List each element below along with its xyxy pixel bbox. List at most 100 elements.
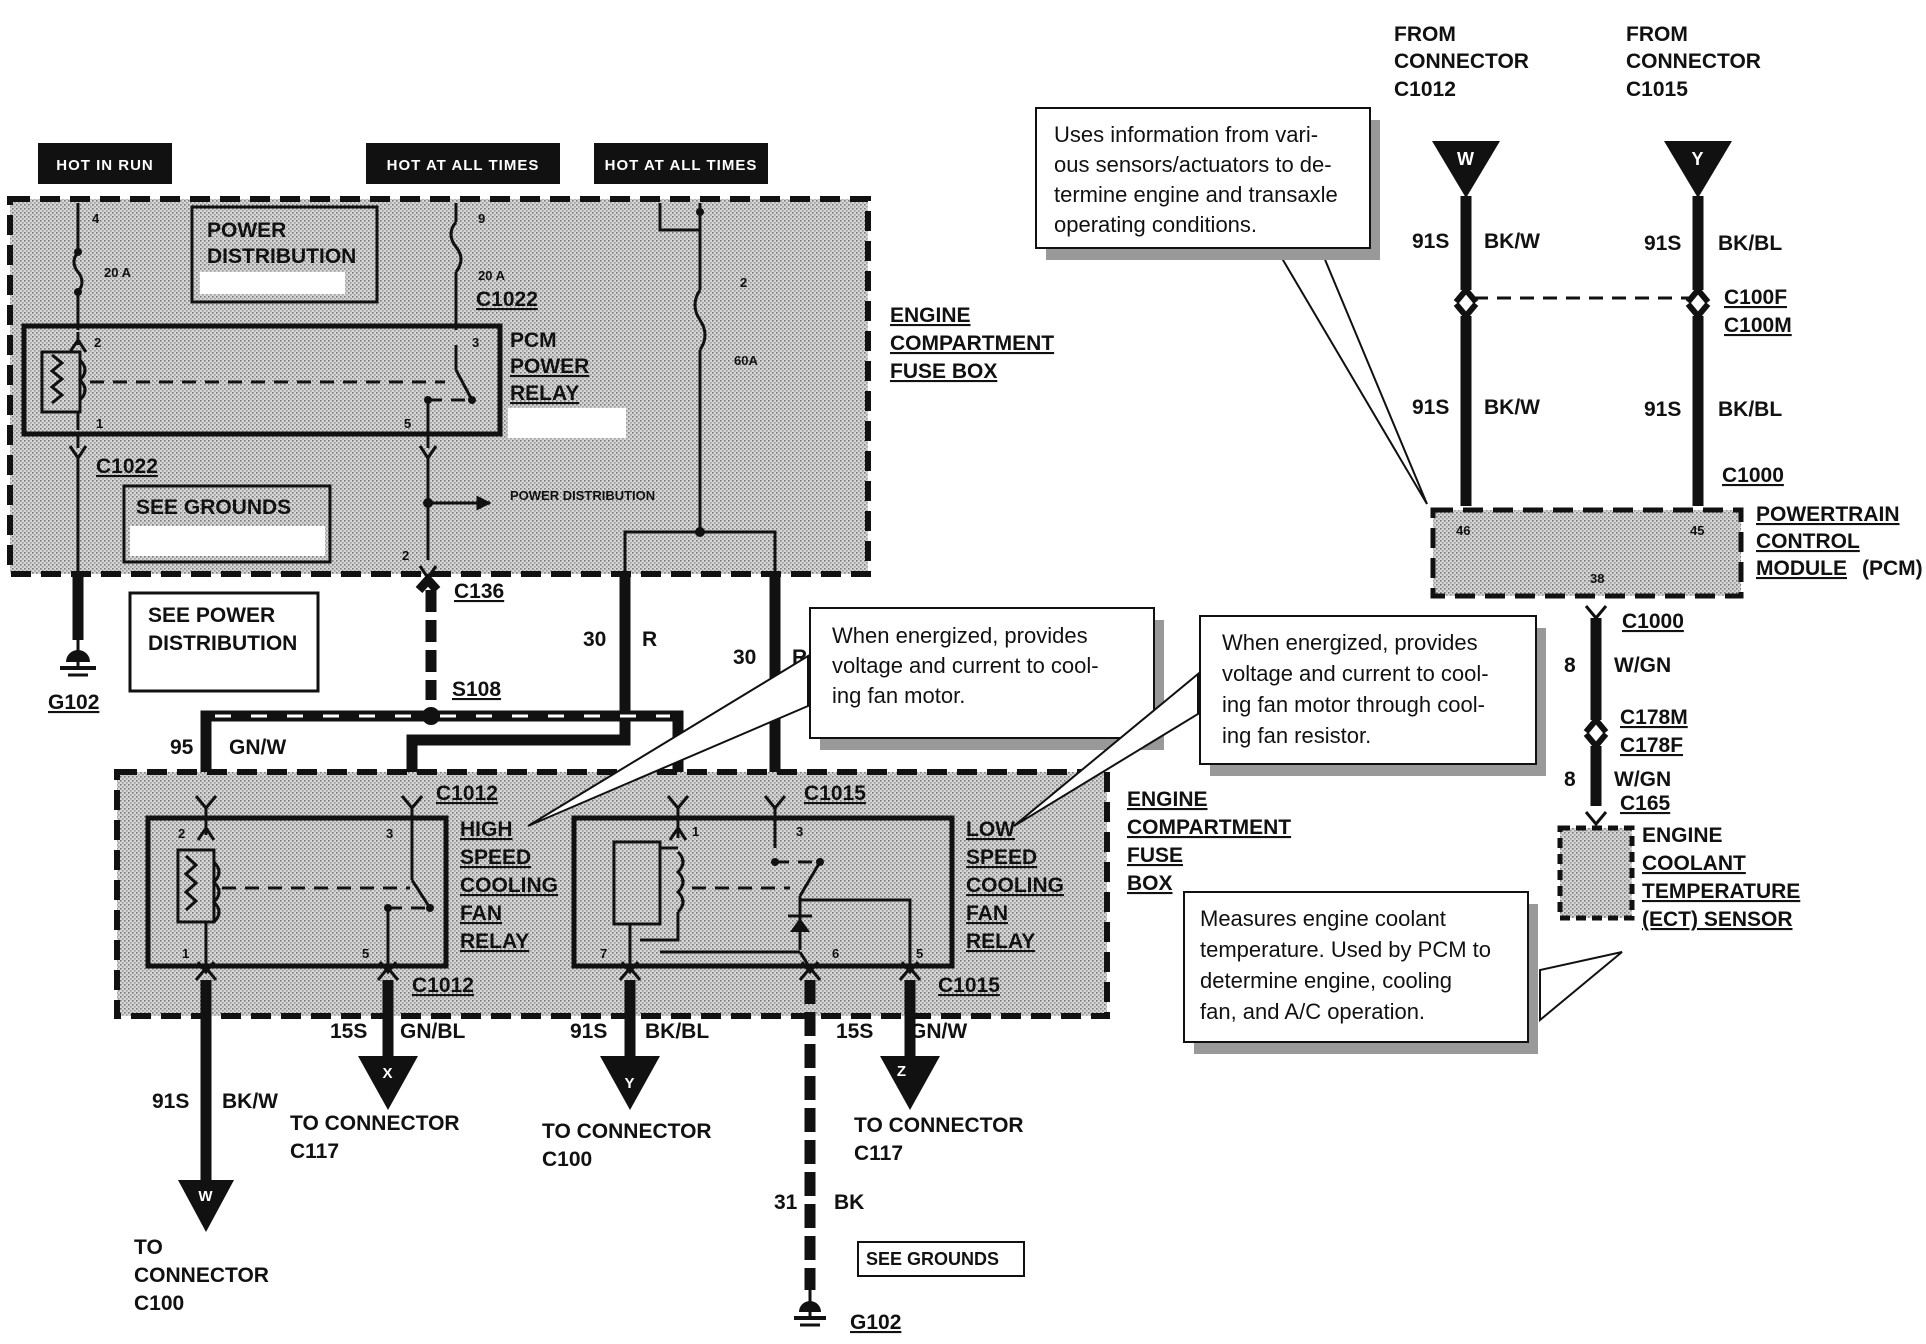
see-grounds-upper: SEE GROUNDS bbox=[136, 496, 291, 519]
svg-text:When energized, provides: When energized, provides bbox=[832, 623, 1088, 648]
svg-text:3: 3 bbox=[386, 826, 393, 841]
svg-text:Y: Y bbox=[624, 1075, 635, 1092]
bottom-wire-y: Y 91S BK/BL TO CONNECTOR C100 bbox=[542, 965, 712, 1171]
svg-text:20 A: 20 A bbox=[104, 265, 132, 280]
svg-text:PCM: PCM bbox=[510, 329, 557, 352]
svg-text:COMPARTMENT: COMPARTMENT bbox=[1127, 816, 1291, 839]
svg-text:FAN: FAN bbox=[966, 902, 1008, 925]
bottom-wire-w: W 91S BK/W TO CONNECTOR C100 bbox=[134, 965, 278, 1315]
power-distribution-label-1: POWER bbox=[207, 219, 286, 242]
svg-text:C117: C117 bbox=[854, 1142, 903, 1165]
svg-text:C136: C136 bbox=[454, 580, 504, 603]
svg-text:POWER: POWER bbox=[510, 355, 589, 378]
svg-text:1: 1 bbox=[182, 946, 189, 961]
svg-text:8: 8 bbox=[1564, 654, 1576, 677]
svg-text:temperature. Used by PCM to: temperature. Used by PCM to bbox=[1200, 937, 1491, 962]
svg-text:FROM: FROM bbox=[1626, 23, 1688, 46]
svg-text:20 A: 20 A bbox=[478, 268, 506, 283]
svg-text:7: 7 bbox=[600, 946, 607, 961]
low-relay-internals: 1 3 7 6 5 bbox=[600, 808, 923, 975]
svg-text:ing fan motor through cool-: ing fan motor through cool- bbox=[1222, 692, 1485, 717]
svg-text:C117: C117 bbox=[290, 1140, 339, 1163]
svg-text:3: 3 bbox=[472, 335, 479, 350]
wire-30-r-left: 30 R bbox=[406, 572, 657, 800]
svg-text:(PCM): (PCM) bbox=[1862, 557, 1923, 580]
svg-text:45: 45 bbox=[1690, 523, 1704, 538]
fuse-2: 2 60A bbox=[658, 203, 758, 532]
svg-text:30: 30 bbox=[583, 628, 606, 651]
powertrain-control-module bbox=[1430, 507, 1744, 599]
svg-text:W/GN: W/GN bbox=[1614, 654, 1671, 677]
svg-text:FUSE: FUSE bbox=[1127, 844, 1183, 867]
svg-text:C100: C100 bbox=[134, 1292, 184, 1315]
svg-text:C1000: C1000 bbox=[1622, 610, 1684, 633]
svg-text:6: 6 bbox=[832, 946, 839, 961]
svg-text:GN/BL: GN/BL bbox=[400, 1020, 466, 1043]
svg-text:(ECT) SENSOR: (ECT) SENSOR bbox=[1642, 908, 1793, 931]
svg-text:38: 38 bbox=[1590, 571, 1604, 586]
svg-text:2: 2 bbox=[402, 548, 409, 563]
svg-text:Y: Y bbox=[1691, 149, 1704, 169]
svg-text:4: 4 bbox=[92, 211, 100, 226]
svg-text:voltage and current to cool-: voltage and current to cool- bbox=[1222, 661, 1489, 686]
high-speed-cooling-fan-relay bbox=[145, 815, 449, 969]
svg-text:fan, and A/C operation.: fan, and A/C operation. bbox=[1200, 999, 1425, 1024]
bottom-wire-x: X 15S GN/BL TO CONNECTOR C117 bbox=[290, 965, 466, 1163]
svg-text:HOT IN RUN: HOT IN RUN bbox=[56, 157, 154, 174]
svg-text:46: 46 bbox=[1456, 523, 1470, 538]
svg-text:91S: 91S bbox=[1644, 398, 1681, 421]
high-relay-label: HIGH SPEED COOLING FAN RELAY bbox=[460, 818, 558, 953]
svg-text:ous sensors/actuators to de-: ous sensors/actuators to de- bbox=[1054, 152, 1332, 177]
callout-low-speed-relay: When energized, provides voltage and cur… bbox=[1013, 615, 1546, 827]
see-power-distribution-2: DISTRIBUTION bbox=[148, 632, 297, 655]
svg-text:91S: 91S bbox=[1644, 232, 1681, 255]
svg-text:9: 9 bbox=[478, 211, 485, 226]
svg-text:C1012: C1012 bbox=[1394, 78, 1456, 101]
svg-text:C100: C100 bbox=[542, 1148, 592, 1171]
svg-text:COMPARTMENT: COMPARTMENT bbox=[890, 332, 1054, 355]
callout-ect-sensor: Measures engine coolant temperature. Use… bbox=[1183, 891, 1623, 1054]
svg-text:TO CONNECTOR: TO CONNECTOR bbox=[290, 1112, 460, 1135]
svg-text:COOLING: COOLING bbox=[966, 874, 1064, 897]
svg-text:COOLANT: COOLANT bbox=[1642, 852, 1746, 875]
svg-text:ENGINE: ENGINE bbox=[1642, 824, 1723, 847]
pcm-pins: 46 45 38 bbox=[1456, 523, 1704, 586]
c136-connector: 2 C136 bbox=[402, 548, 504, 603]
svg-text:BK: BK bbox=[834, 1191, 864, 1214]
s108-splice: S108 bbox=[422, 590, 501, 725]
ground-left: G102 bbox=[48, 574, 99, 714]
hot-at-all-times-tag-2: HOT AT ALL TIMES bbox=[594, 143, 768, 184]
svg-text:2: 2 bbox=[740, 275, 747, 290]
svg-text:FUSE BOX: FUSE BOX bbox=[890, 360, 997, 383]
ect-sensor bbox=[1557, 825, 1635, 921]
svg-text:Uses information from vari-: Uses information from vari- bbox=[1054, 122, 1318, 147]
from-connector-c1015: FROM CONNECTOR C1015 Y bbox=[1626, 23, 1761, 198]
svg-text:8: 8 bbox=[1564, 768, 1576, 791]
svg-text:15S: 15S bbox=[330, 1020, 367, 1043]
pcm-input-wires: 91S BK/W 91S BK/BL C100F C100M 91S BK/W … bbox=[1412, 196, 1792, 506]
svg-text:BK/BL: BK/BL bbox=[1718, 232, 1782, 255]
hot-in-run-tag: HOT IN RUN bbox=[38, 143, 172, 184]
pcm-relay-label: PCM POWER RELAY bbox=[510, 329, 589, 405]
c1015-bottom-label: C1015 bbox=[938, 974, 1000, 997]
svg-text:X: X bbox=[382, 1065, 393, 1082]
c1012-top-label: C1012 bbox=[436, 782, 498, 805]
svg-text:ENGINE: ENGINE bbox=[890, 304, 971, 327]
svg-text:W: W bbox=[198, 1188, 213, 1205]
svg-text:voltage and current to cool-: voltage and current to cool- bbox=[832, 653, 1099, 678]
svg-text:When energized, provides: When energized, provides bbox=[1222, 630, 1478, 655]
ect-sensor-label: ENGINE COOLANT TEMPERATURE (ECT) SENSOR bbox=[1642, 824, 1800, 931]
svg-text:BK/W: BK/W bbox=[222, 1090, 278, 1113]
svg-text:BK/W: BK/W bbox=[1484, 396, 1540, 419]
svg-text:W/GN: W/GN bbox=[1614, 768, 1671, 791]
svg-text:determine engine, cooling: determine engine, cooling bbox=[1200, 968, 1452, 993]
see-power-distribution-1: SEE POWER bbox=[148, 604, 275, 627]
lower-fuse-box-label: ENGINE COMPARTMENT FUSE BOX bbox=[1127, 788, 1291, 895]
callout-pcm: Uses information from vari- ous sensors/… bbox=[1035, 107, 1428, 505]
high-relay-internals: 2 3 1 5 bbox=[176, 808, 434, 975]
c1015-top-label: C1015 bbox=[804, 782, 866, 805]
svg-text:S108: S108 bbox=[452, 678, 501, 701]
svg-text:R: R bbox=[642, 628, 657, 651]
svg-text:MODULE: MODULE bbox=[1756, 557, 1847, 580]
svg-text:COOLING: COOLING bbox=[460, 874, 558, 897]
